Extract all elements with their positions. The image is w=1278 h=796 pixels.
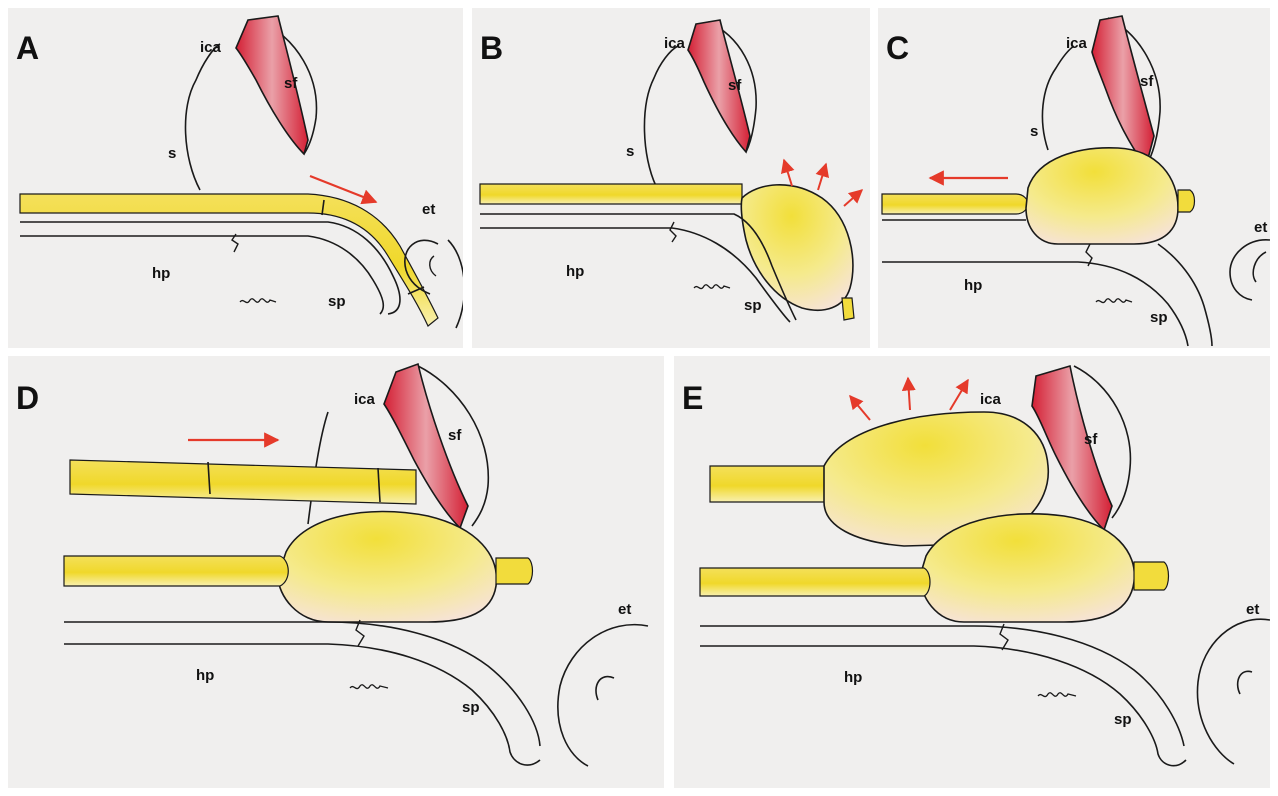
expand-arrow-1: [850, 396, 870, 420]
expand-arrow-3: [950, 380, 968, 410]
eustachian-tube-hook: [430, 256, 436, 276]
panel-e-drawing: ica sf et hp sp: [674, 356, 1270, 788]
label-sf: sf: [284, 75, 298, 92]
label-sf: sf: [728, 77, 742, 94]
balloon-tip: [842, 298, 854, 320]
panel-letter: E: [682, 382, 703, 414]
panel-a: ica sf s et hp sp A: [8, 8, 463, 348]
suture-mark: [670, 222, 676, 242]
upper-catheter-tube: [710, 466, 832, 502]
expand-arrow-1: [784, 160, 792, 186]
sella-outline: [644, 46, 678, 186]
lower-balloon: [920, 514, 1134, 622]
label-s: s: [168, 145, 176, 162]
label-et: et: [1254, 219, 1267, 236]
panel-d: ica sf et hp sp D: [8, 356, 664, 788]
label-sf: sf: [1084, 431, 1098, 448]
panel-b: ica sf s hp sp B: [472, 8, 870, 348]
panel-d-drawing: ica sf et hp sp: [8, 356, 664, 788]
label-sf: sf: [1140, 73, 1154, 90]
eustachian-tube-outline: [558, 625, 648, 766]
label-sp: sp: [328, 293, 346, 310]
eustachian-tube-outline: [1230, 240, 1270, 300]
panel-c: ica sf s et hp sp C: [878, 8, 1270, 348]
label-hp: hp: [196, 667, 214, 684]
label-hp: hp: [566, 263, 584, 280]
label-ica: ica: [200, 39, 222, 56]
label-hp: hp: [844, 669, 862, 686]
catheter-tube: [480, 184, 742, 204]
catheter-tube: [882, 194, 1028, 214]
panel-letter: B: [480, 32, 503, 64]
label-et: et: [1246, 601, 1259, 618]
expand-arrow-2: [908, 378, 910, 410]
label-ica: ica: [354, 391, 376, 408]
catheter-tube: [20, 194, 438, 326]
panel-letter: D: [16, 382, 39, 414]
label-ica: ica: [980, 391, 1002, 408]
balloon-tip: [1134, 562, 1169, 590]
sella-outline: [1042, 46, 1074, 150]
sella-outline: [185, 44, 220, 190]
label-sp: sp: [1150, 309, 1168, 326]
label-sp: sp: [744, 297, 762, 314]
eustachian-tube-outline: [1197, 619, 1270, 764]
internal-carotid-artery: [1092, 16, 1154, 166]
mucosa-scribble: [350, 685, 388, 689]
balloon-tip: [496, 558, 533, 584]
label-ica: ica: [1066, 35, 1088, 52]
panel-e: ica sf et hp sp E: [674, 356, 1270, 788]
label-sf: sf: [448, 427, 462, 444]
panel-letter: A: [16, 32, 39, 64]
palate-lower-line: [882, 262, 1188, 346]
panel-letter: C: [886, 32, 909, 64]
expand-arrow-2: [818, 164, 826, 190]
lower-catheter-tube: [700, 568, 930, 596]
balloon-tip: [1178, 190, 1195, 212]
panel-c-drawing: ica sf s et hp sp: [878, 8, 1270, 348]
lower-catheter-tube: [64, 556, 288, 586]
label-et: et: [618, 601, 631, 618]
label-hp: hp: [152, 265, 170, 282]
palate-upper-line: [700, 626, 1184, 746]
mucosa-scribble: [694, 285, 730, 289]
panel-a-drawing: ica sf s et hp sp: [8, 8, 463, 348]
mucosa-scribble: [1038, 693, 1076, 697]
balloon: [741, 185, 853, 310]
label-s: s: [626, 143, 634, 160]
balloon: [278, 512, 496, 623]
mucosa-scribble: [240, 299, 276, 303]
palate-lower-line: [700, 646, 1186, 766]
label-sp: sp: [1114, 711, 1132, 728]
panel-b-drawing: ica sf s hp sp: [472, 8, 870, 348]
balloon: [1026, 148, 1178, 244]
upper-catheter-tube: [70, 460, 416, 504]
expand-arrow-3: [844, 190, 862, 206]
palate-upper-line: [64, 622, 540, 746]
label-ica: ica: [664, 35, 686, 52]
mucosa-scribble: [1096, 299, 1132, 303]
label-sp: sp: [462, 699, 480, 716]
label-s: s: [1030, 123, 1038, 140]
label-et: et: [422, 201, 435, 218]
label-hp: hp: [964, 277, 982, 294]
